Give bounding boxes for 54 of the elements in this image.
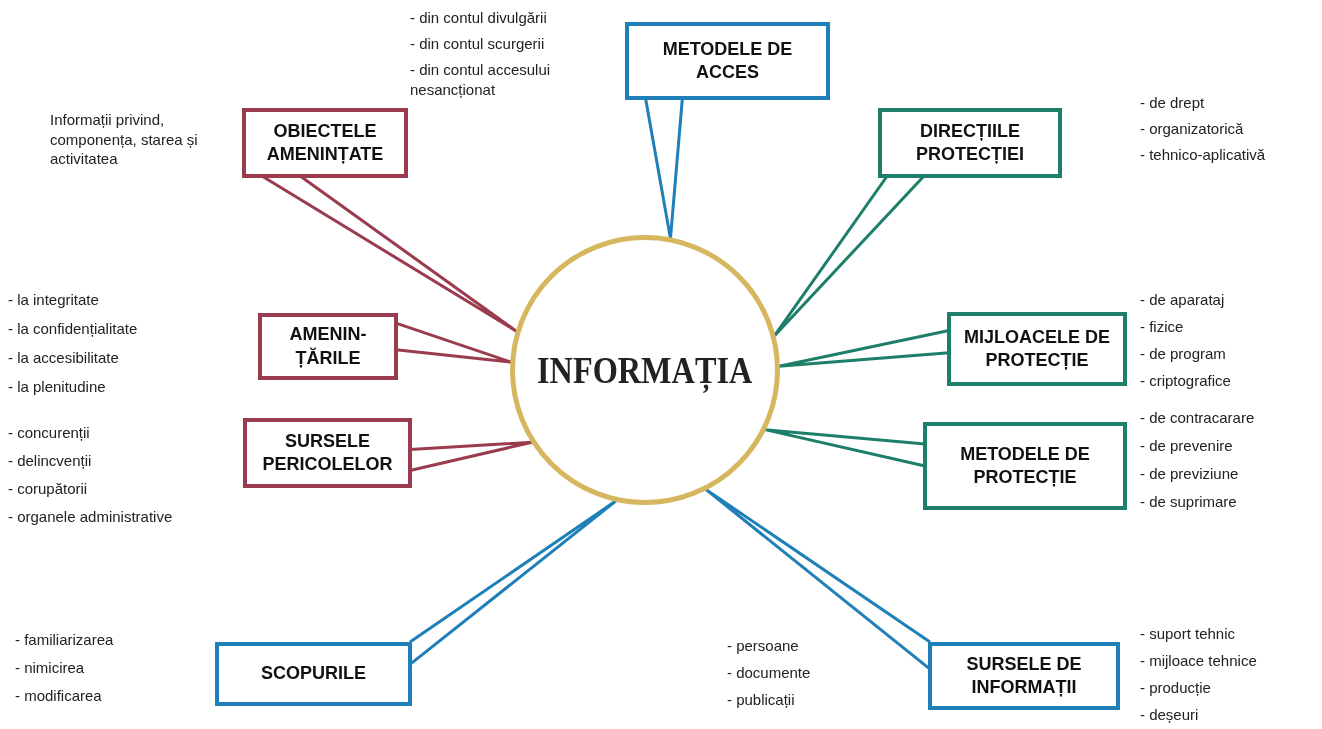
center-title: INFORMAȚIA xyxy=(537,348,753,392)
list-item: - persoane xyxy=(727,636,800,656)
list-item: - mijloace tehnice xyxy=(1140,651,1258,671)
callout-title: SURSELE PERICOLELOR xyxy=(261,429,394,476)
list-item: - la plenitudine xyxy=(8,377,107,397)
list-item: - de contracarare xyxy=(1140,408,1256,428)
list-item: - modificarea xyxy=(15,686,103,706)
list-item: - la confidențialitate xyxy=(8,319,139,339)
callout-title: METODELE DE PROTECȚIE xyxy=(959,442,1091,489)
list-item: - documente xyxy=(727,663,812,683)
callout-box xyxy=(878,108,1062,178)
callout-pointer xyxy=(704,487,932,671)
callout-box xyxy=(947,312,1127,386)
list-item: - corupătorii xyxy=(8,479,89,499)
list-item: - organizatorică xyxy=(1140,119,1245,139)
callout-title: METODELE DE ACCES xyxy=(661,37,794,84)
callout-box xyxy=(243,418,412,488)
callout-box xyxy=(242,108,408,178)
list-item: - producție xyxy=(1140,678,1212,698)
list-item: - publicații xyxy=(727,690,796,710)
list-item: - din contul accesului nesancționat xyxy=(410,60,552,99)
list-item: - la integritate xyxy=(8,290,100,310)
list-item: - familiarizarea xyxy=(15,630,115,650)
callout-title: MIJLOACELE DE PROTECȚIE xyxy=(963,325,1111,372)
list-item: - din contul divulgării xyxy=(410,8,548,28)
list-item: - deșeuri xyxy=(1140,705,1200,725)
list-item: - concurenții xyxy=(8,423,91,443)
list-item: - delincvenții xyxy=(8,451,93,471)
list-item: - de program xyxy=(1140,344,1227,364)
list-item: - de previziune xyxy=(1140,464,1240,484)
list-item: - fizice xyxy=(1140,317,1185,337)
callout-box xyxy=(625,22,830,100)
callout-title: AMENIN-ȚĂRILE xyxy=(288,323,368,370)
list-item: - de aparataj xyxy=(1140,290,1226,310)
list-item: - de prevenire xyxy=(1140,436,1234,456)
callout-box xyxy=(923,422,1127,510)
callout-box xyxy=(928,642,1120,710)
callout-title: OBIECTELE AMENINȚATE xyxy=(265,119,385,166)
list-item: - din contul scurgerii xyxy=(410,34,546,54)
callout-title: SURSELE DE INFORMAȚII xyxy=(965,652,1083,699)
callout-title: DIRECȚIILE PROTECȚIEI xyxy=(915,119,1025,166)
list-item: - criptografice xyxy=(1140,371,1232,391)
list-item: - tehnico-aplicativă xyxy=(1140,145,1267,165)
callout-pointer xyxy=(408,499,618,666)
list-item: - suport tehnic xyxy=(1140,624,1237,644)
callout-box xyxy=(215,642,412,706)
list-item: - organele administrative xyxy=(8,507,174,527)
list-item: Informații privind, componența, starea și activitatea xyxy=(50,110,199,169)
list-item: - nimicirea xyxy=(15,658,86,678)
list-item: - de suprimare xyxy=(1140,492,1238,512)
callout-box xyxy=(258,313,398,380)
list-item: - de drept xyxy=(1140,93,1206,113)
list-item: - la accesibilitate xyxy=(8,348,120,368)
callout-title: SCOPURILE xyxy=(261,662,366,686)
